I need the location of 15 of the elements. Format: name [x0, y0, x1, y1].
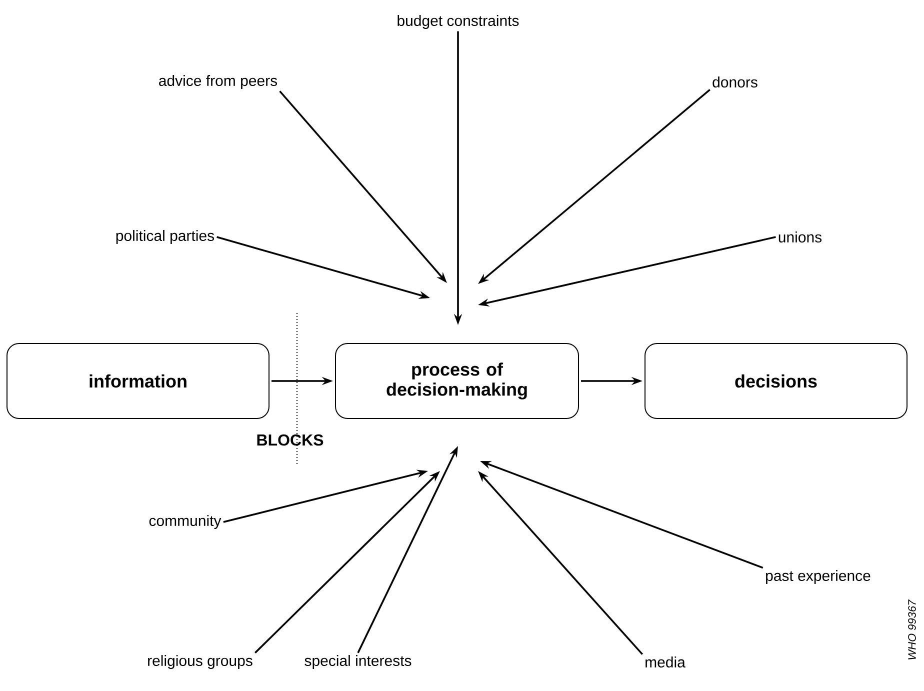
- factor-label: community: [149, 515, 222, 529]
- factor-label: media: [646, 656, 686, 668]
- process-box: process of decision-making: [335, 343, 579, 419]
- factor-label: special interests: [304, 655, 412, 669]
- figure-code: WHO 99367: [908, 599, 916, 660]
- factor-label: advice from peers: [159, 75, 278, 89]
- factor-label: religious groups: [148, 655, 252, 669]
- blocks-label: BLOCKS: [257, 434, 324, 446]
- factor-label: unions: [778, 232, 822, 242]
- factor-label: past experience: [766, 570, 870, 584]
- factor-label: donors: [712, 76, 758, 88]
- process-box: information: [6, 343, 270, 419]
- factor-label: budget constraints: [398, 15, 519, 29]
- process-box: decisions: [644, 343, 908, 419]
- factor-label: political parties: [116, 230, 214, 244]
